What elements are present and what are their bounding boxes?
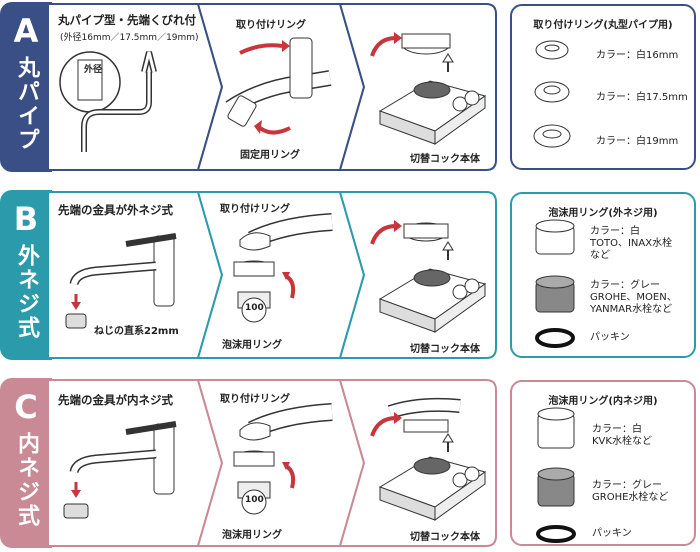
- part-item: カラー：グレー GROHE、MOEN、 YANMAR水栓など: [590, 280, 677, 315]
- outer-diameter-label: 外径: [84, 65, 103, 75]
- badge-circle: [241, 489, 267, 515]
- valve-body-label: 切替コック本体: [410, 344, 480, 355]
- part-item: カラー：白17.5mm: [596, 92, 688, 103]
- diverter-valve-illustration: [370, 32, 487, 145]
- part-item: カラー：グレー GROHE水栓など: [592, 480, 669, 503]
- panel-title: 先端の金具が内ネジ式: [58, 393, 173, 407]
- aerator-ring-label: 泡沫用リング: [222, 530, 282, 541]
- section-c: C 内ネジ式 先端の金具が内ネジ式 取り付けリング 100 泡沫用リング: [0, 378, 700, 548]
- part-item: パッキン: [590, 332, 630, 343]
- panel-title: 先端の金具が外ネジ式: [58, 203, 173, 217]
- valve-body-label: 切替コック本体: [410, 532, 480, 543]
- panel-subtitle: (外径16mm／17.5mm／19mm): [60, 33, 199, 43]
- parts-box: 取り付けリング(丸型パイプ用) カラー：白16mm カラー：白17.5mm カラ…: [510, 4, 696, 170]
- diverter-valve-illustration: [370, 220, 487, 333]
- parts-box: 泡沫用リング(外ネジ用) カラー：白 TOTO、INAX水栓 など カラー：グレ…: [510, 192, 696, 358]
- ring-icons: [535, 219, 575, 348]
- section-name: 丸パイプ: [14, 56, 39, 152]
- size-badge: 100: [245, 495, 264, 505]
- parts-box-title: 泡沫用リング(外ネジ用): [548, 208, 658, 219]
- mount-ring-label: 取り付けリング: [236, 20, 306, 31]
- part-item: カラー：白19mm: [596, 136, 679, 147]
- section-b: B 外ネジ式 先端の金具が外ネジ式 ねじの直系22mm 取り付けリング 100 …: [0, 190, 700, 360]
- panel-title: 丸パイプ型・先端くびれ付: [58, 13, 196, 27]
- parts-box-title: 取り付けリング(丸型パイプ用): [533, 20, 673, 31]
- section-tab-c: C 内ネジ式: [0, 378, 52, 548]
- mount-ring-label: 取り付けリング: [220, 204, 290, 215]
- round-pipe-illustration: [59, 51, 157, 152]
- section-a: A 丸パイプ 丸パイプ型・先端くびれ付 (外径16mm／17.5mm／19mm)…: [0, 2, 700, 172]
- section-letter: B: [13, 200, 39, 238]
- part-item: カラー：白 KVK水栓など: [592, 424, 652, 447]
- size-badge: 100: [245, 303, 264, 313]
- section-name: 外ネジ式: [14, 244, 39, 340]
- ring-assembly-illustration: [225, 37, 332, 135]
- faucet-illustration: [65, 233, 177, 329]
- faucet-illustration: [63, 421, 177, 519]
- section-letter: A: [13, 12, 39, 50]
- thread-diameter-label: ねじの直系22mm: [94, 326, 179, 337]
- badge-circle: [241, 297, 267, 323]
- part-item: カラー：白 TOTO、INAX水栓 など: [590, 226, 673, 261]
- section-name: 内ネジ式: [14, 432, 39, 528]
- fixing-ring-label: 固定用リング: [240, 150, 300, 161]
- section-letter: C: [14, 388, 38, 426]
- ring-icons: [533, 40, 571, 148]
- diverter-valve-illustration: [370, 397, 487, 521]
- parts-box-title: 泡沫用リング(内ネジ用): [548, 396, 658, 407]
- aerator-ring-label: 泡沫用リング: [222, 340, 282, 351]
- ring-assembly-illustration: [233, 403, 333, 499]
- valve-body-label: 切替コック本体: [410, 154, 480, 165]
- section-tab-a: A 丸パイプ: [0, 2, 52, 172]
- section-tab-b: B 外ネジ式: [0, 190, 52, 360]
- mount-ring-label: 取り付けリング: [220, 394, 290, 405]
- part-item: カラー：白16mm: [596, 50, 679, 61]
- parts-box: 泡沫用リング(内ネジ用) カラー：白 KVK水栓など カラー：グレー GROHE…: [510, 380, 696, 546]
- part-item: パッキン: [592, 528, 632, 539]
- ring-icons: [536, 407, 576, 543]
